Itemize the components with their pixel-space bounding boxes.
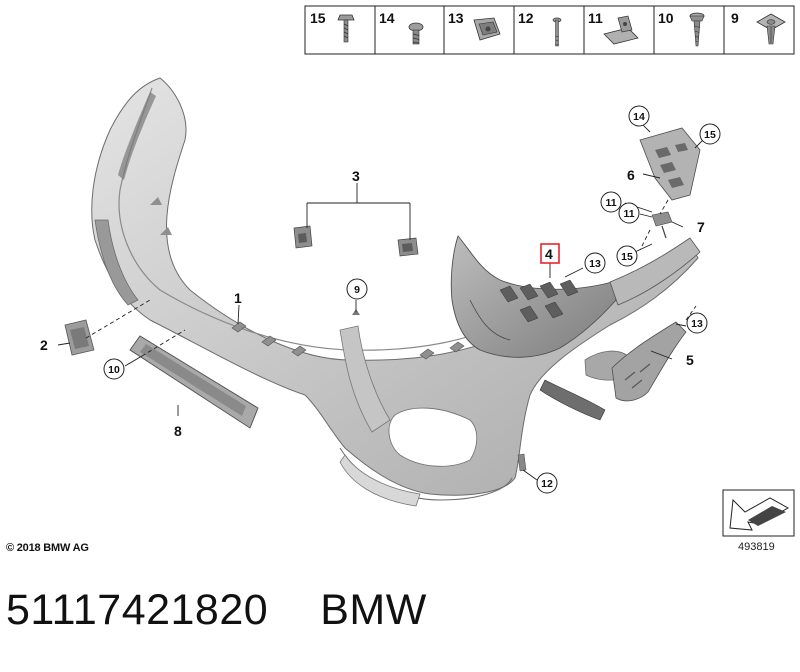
svg-text:10: 10 [108, 364, 120, 376]
callout-13-center: 13 [584, 252, 606, 274]
table-cell-13: 13 [448, 10, 501, 41]
bumper-cover [91, 77, 699, 507]
table-cell-14: 14 [379, 10, 424, 45]
leader-lines [57, 121, 704, 481]
direction-arrow-box [722, 489, 795, 537]
table-cell-11: 11 [588, 10, 639, 45]
table-cell-12: 12 [518, 10, 562, 47]
cell-number: 13 [448, 10, 464, 26]
part-2-insert [64, 319, 95, 356]
highlight-label-4[interactable]: 4 [540, 243, 560, 264]
pin-icon [552, 17, 562, 47]
svg-text:12: 12 [541, 478, 553, 490]
svg-text:15: 15 [704, 129, 716, 141]
callout-9: 9 [346, 278, 368, 300]
svg-text:15: 15 [621, 251, 633, 263]
label-8: 8 [174, 423, 182, 439]
label-7: 7 [697, 219, 705, 235]
direction-arrow-icon [729, 497, 790, 531]
screw-icon [337, 14, 355, 43]
circled-callouts: 9 10 11 11 12 13 13 14 [103, 105, 721, 494]
svg-text:9: 9 [354, 284, 360, 296]
cell-number: 9 [731, 10, 739, 26]
callout-12: 12 [536, 472, 558, 494]
part-5-bracket [611, 321, 687, 402]
label-3: 3 [352, 168, 360, 184]
part-6-bracket [639, 127, 701, 201]
cell-number: 14 [379, 10, 395, 26]
spring-nut-icon [603, 15, 639, 45]
svg-text:14: 14 [633, 111, 645, 123]
cell-number: 15 [310, 10, 326, 26]
bumper-carrier [450, 235, 701, 421]
diagram-reference-number: 493819 [738, 541, 775, 553]
copyright-text: © 2018 BMW AG [6, 542, 89, 554]
clip-nut-icon [473, 17, 501, 41]
cell-number: 11 [588, 10, 603, 26]
cell-number: 10 [658, 10, 674, 26]
part-3-brackets [293, 225, 419, 257]
callout-15-lower: 15 [616, 245, 638, 267]
label-6: 6 [627, 167, 635, 183]
part-8-plate-holder [129, 335, 259, 429]
svg-text:11: 11 [623, 208, 634, 220]
expanding-rivet-icon [756, 13, 786, 45]
label-5: 5 [686, 352, 694, 368]
table-cell-15: 15 [310, 10, 355, 43]
parts-table: 15 14 13 12 [304, 5, 795, 55]
exploded-view-guides [85, 199, 697, 357]
part-labels: 1 2 3 5 6 7 8 [40, 167, 705, 439]
svg-text:13: 13 [691, 318, 703, 330]
callout-15-upper: 15 [699, 123, 721, 145]
self-tapping-screw-icon [689, 12, 705, 47]
brand-name: BMW [320, 586, 427, 634]
callout-11-lower: 11 [618, 202, 640, 224]
cell-number: 12 [518, 10, 534, 26]
label-2: 2 [40, 337, 48, 353]
footer: 51117421820 BMW [6, 586, 427, 635]
callout-10: 10 [103, 358, 125, 380]
svg-text:11: 11 [605, 197, 616, 209]
svg-text:13: 13 [589, 258, 601, 270]
part-12-pin [517, 453, 527, 472]
label-4: 4 [545, 246, 553, 262]
table-cell-10: 10 [658, 10, 705, 47]
bolt-icon [408, 22, 424, 45]
callout-14: 14 [628, 105, 650, 127]
table-cell-9: 9 [731, 10, 786, 45]
label-1: 1 [234, 290, 242, 306]
callout-13-right: 13 [686, 312, 708, 334]
part-number: 51117421820 [6, 586, 269, 634]
part-7-clip [651, 211, 673, 239]
callout-11-upper: 11 [600, 191, 622, 213]
